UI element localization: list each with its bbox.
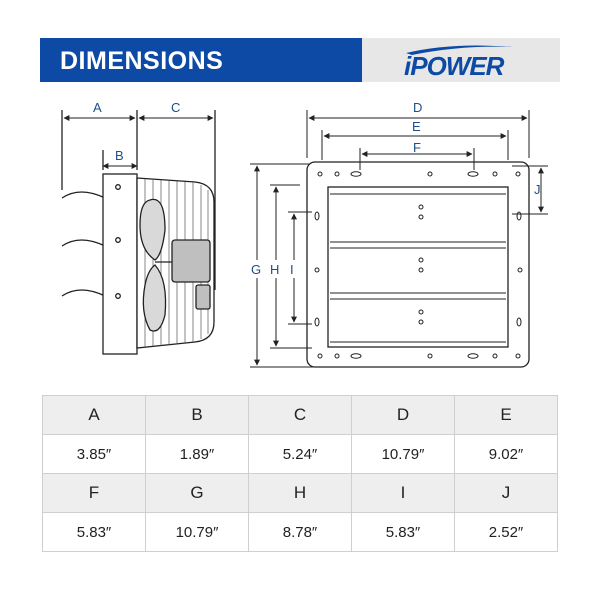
fan-front-view	[306, 161, 530, 368]
header-cell-i: I	[351, 473, 455, 513]
banner-title-panel: DIMENSIONS	[40, 38, 362, 82]
banner-title: DIMENSIONS	[60, 47, 224, 75]
dimensions-banner: DIMENSIONS iPOWER	[40, 38, 560, 82]
brand-name: iPOWER	[404, 51, 504, 81]
table-header-row: F G H I J	[42, 473, 558, 513]
fan-dimension-diagram: A B C	[61, 100, 548, 368]
header-cell-b: B	[145, 395, 249, 435]
table-value-row: 3.85″ 1.89″ 5.24″ 10.79″ 9.02″	[42, 434, 558, 474]
value-cell-h: 8.78″	[248, 512, 352, 552]
header-cell-e: E	[454, 395, 558, 435]
fan-side-view	[61, 110, 216, 355]
header-cell-g: G	[145, 473, 249, 513]
value-cell-j: 2.52″	[454, 512, 558, 552]
value-cell-b: 1.89″	[145, 434, 249, 474]
dim-label-b: B	[115, 148, 125, 163]
header-cell-h: H	[248, 473, 352, 513]
value-cell-c: 5.24″	[248, 434, 352, 474]
dim-label-d: D	[413, 100, 423, 115]
dim-label-e: E	[412, 119, 422, 134]
side-view-dimension-lines	[63, 115, 214, 169]
header-cell-c: C	[248, 395, 352, 435]
dim-label-j: J	[534, 182, 542, 197]
value-cell-g: 10.79″	[145, 512, 249, 552]
dim-label-g: G	[251, 262, 262, 277]
header-cell-a: A	[42, 395, 146, 435]
value-cell-f: 5.83″	[42, 512, 146, 552]
dim-label-i: I	[290, 262, 295, 277]
dim-label-a: A	[93, 100, 103, 115]
value-cell-a: 3.85″	[42, 434, 146, 474]
dim-label-h: H	[270, 262, 280, 277]
dimensions-table: A B C D E 3.85″ 1.89″ 5.24″ 10.79″ 9.02″…	[42, 395, 558, 552]
brand-swoosh-icon	[406, 45, 512, 55]
header-cell-f: F	[42, 473, 146, 513]
header-cell-d: D	[351, 395, 455, 435]
dim-label-c: C	[171, 100, 181, 115]
dim-label-f: F	[413, 140, 422, 155]
value-cell-e: 9.02″	[454, 434, 558, 474]
table-header-row: A B C D E	[42, 395, 558, 435]
brand-panel: iPOWER	[362, 38, 560, 82]
header-cell-j: J	[454, 473, 558, 513]
brand-logo: iPOWER	[392, 41, 542, 81]
value-cell-d: 10.79″	[351, 434, 455, 474]
value-cell-i: 5.83″	[351, 512, 455, 552]
table-value-row: 5.83″ 10.79″ 8.78″ 5.83″ 2.52″	[42, 512, 558, 552]
